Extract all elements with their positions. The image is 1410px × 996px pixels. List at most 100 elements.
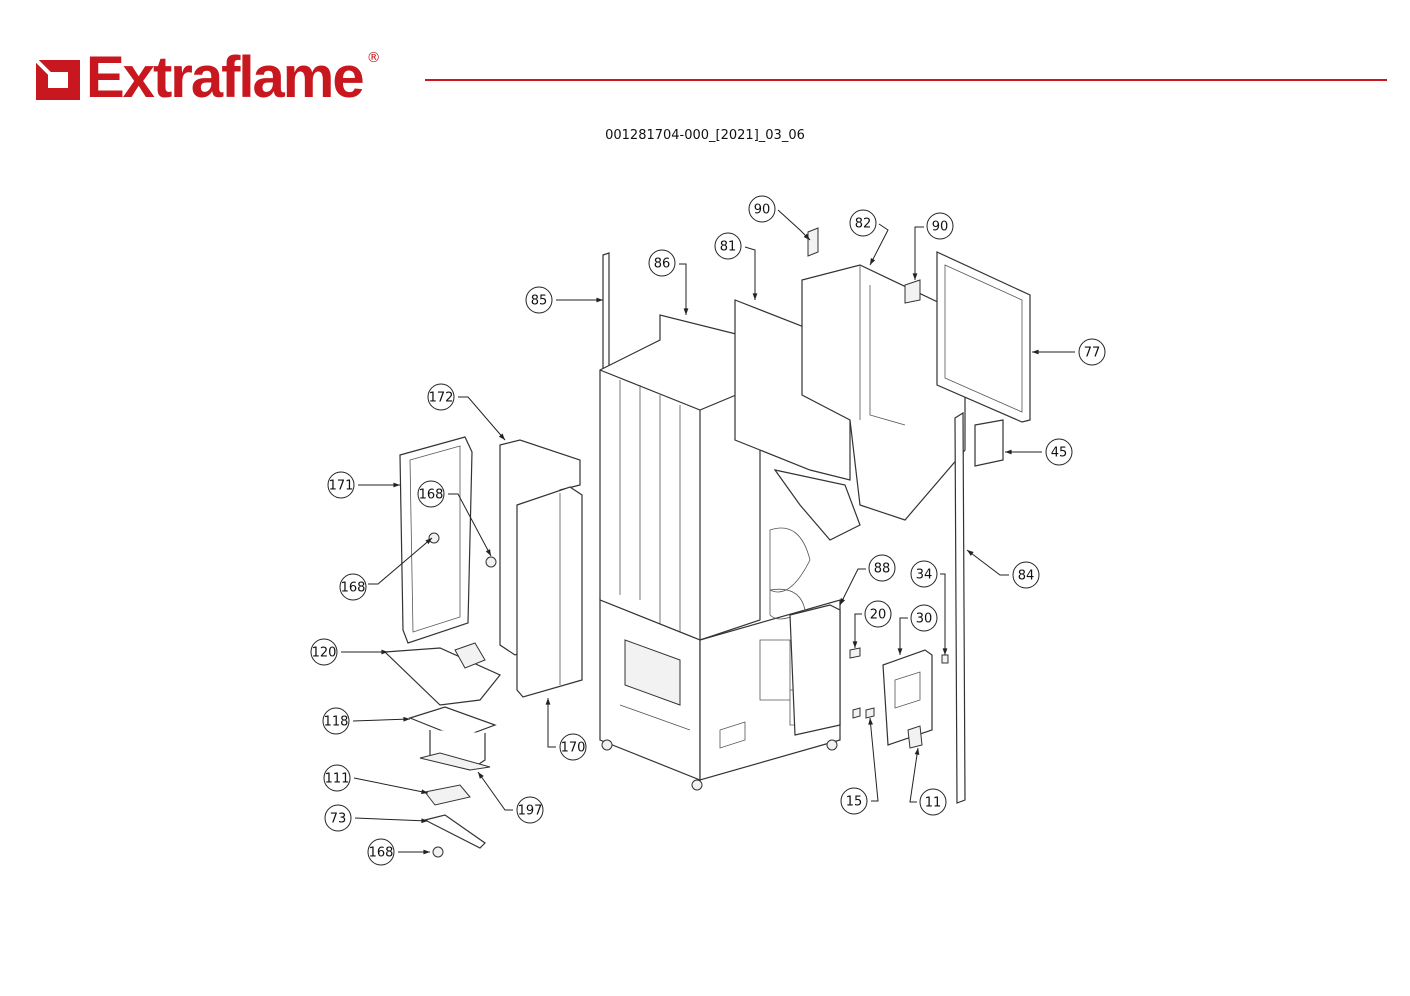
leader-line (368, 537, 433, 585)
document-code: 001281704-000_[2021]_03_06 (605, 128, 805, 143)
callout-circle (323, 764, 351, 792)
callout-part-77: 77 (1032, 338, 1106, 366)
callout-part-170: 170 (545, 698, 587, 761)
callout-part-20: 20 (852, 600, 892, 648)
callout-part-86: 86 (648, 249, 689, 315)
callout-number: 168 (369, 846, 394, 861)
callout-circle (1012, 561, 1040, 589)
arrowhead-icon (393, 482, 400, 488)
leader-line (940, 573, 946, 655)
arrowhead-icon (1005, 449, 1012, 455)
arrowhead-icon (421, 818, 428, 824)
callout-circle (648, 249, 676, 277)
callout-part-168: 168 (367, 838, 430, 866)
callout-number: 88 (874, 562, 891, 577)
leader-line (744, 246, 756, 300)
callout-number: 171 (329, 479, 354, 494)
callout-part-172: 172 (427, 383, 506, 441)
arrowhead-icon (912, 273, 918, 280)
callout-number: 77 (1084, 346, 1101, 361)
callout-number: 34 (916, 568, 933, 583)
callout-number: 84 (1018, 569, 1035, 584)
arrowhead-icon (683, 308, 689, 315)
callout-number: 172 (429, 391, 454, 406)
callout-number: 118 (324, 715, 349, 730)
leader-line (477, 771, 513, 811)
callout-number: 85 (531, 294, 548, 309)
callout-circle (1045, 438, 1073, 466)
callout-part-45: 45 (1005, 438, 1073, 466)
arrowhead-icon (942, 648, 948, 655)
arrowhead-icon (897, 648, 903, 655)
callout-part-171: 171 (327, 471, 400, 499)
callout-circle (417, 480, 445, 508)
parts-drawing (383, 227, 1031, 858)
leader-line (869, 717, 879, 802)
leader-line (448, 493, 492, 557)
leader-line (547, 698, 556, 748)
callout-number: 168 (341, 581, 366, 596)
callout-number: 90 (932, 220, 949, 235)
callout-circle (748, 195, 776, 223)
arrowhead-icon (596, 297, 603, 303)
callout-number: 82 (855, 217, 872, 232)
callout-circle (310, 638, 338, 666)
arrowhead-icon (425, 538, 432, 545)
callout-number: 90 (754, 203, 771, 218)
callout-number: 15 (846, 795, 863, 810)
leader-line (854, 613, 862, 648)
callout-circle (322, 707, 350, 735)
callout-number: 45 (1051, 446, 1068, 461)
callout-part-90: 90 (748, 195, 811, 241)
arrowhead-icon (545, 698, 551, 705)
leader-line (839, 568, 866, 606)
callout-circle (840, 787, 868, 815)
arrowhead-icon (423, 849, 430, 855)
callout-circle (427, 383, 455, 411)
callout-circle (516, 796, 544, 824)
arrowhead-icon (752, 293, 758, 300)
callout-circle (327, 471, 355, 499)
callout-number: 120 (312, 646, 337, 661)
callout-part-168: 168 (339, 537, 433, 601)
callout-part-120: 120 (310, 638, 388, 666)
callout-circle (714, 232, 742, 260)
arrowhead-icon (914, 748, 920, 755)
leader-line (777, 209, 811, 241)
callout-circle (910, 604, 938, 632)
callout-circle (367, 838, 395, 866)
extraflame-logo: Extraflame ® (34, 49, 381, 107)
arrowhead-icon (852, 641, 858, 648)
callout-part-15: 15 (840, 717, 879, 815)
arrowhead-icon (1032, 349, 1039, 355)
callout-circle (868, 554, 896, 582)
arrowhead-icon (840, 598, 846, 605)
callout-part-11: 11 (909, 747, 947, 816)
callout-part-118: 118 (322, 707, 411, 735)
logo-mark-icon (34, 54, 82, 102)
leader-line (909, 747, 919, 803)
leader-line (966, 549, 1009, 576)
callout-circle (864, 600, 892, 628)
leader-line (354, 817, 429, 822)
callout-number: 168 (419, 488, 444, 503)
callout-part-111: 111 (323, 764, 429, 795)
callout-part-197: 197 (477, 771, 544, 824)
leader-line (352, 718, 411, 722)
callout-part-168: 168 (417, 480, 492, 557)
arrowhead-icon (870, 258, 876, 265)
arrowhead-icon (967, 550, 974, 556)
callout-number: 86 (654, 257, 671, 272)
leader-line (914, 226, 924, 280)
arrowhead-icon (498, 433, 505, 440)
callout-circle (1078, 338, 1106, 366)
callout-circle (849, 209, 877, 237)
leader-line (899, 617, 908, 655)
arrowhead-icon (403, 716, 410, 722)
leader-line (679, 263, 687, 315)
callout-part-73: 73 (324, 804, 429, 832)
callout-number: 170 (561, 741, 586, 756)
callout-number: 30 (916, 612, 933, 627)
callout-part-85: 85 (525, 286, 603, 314)
